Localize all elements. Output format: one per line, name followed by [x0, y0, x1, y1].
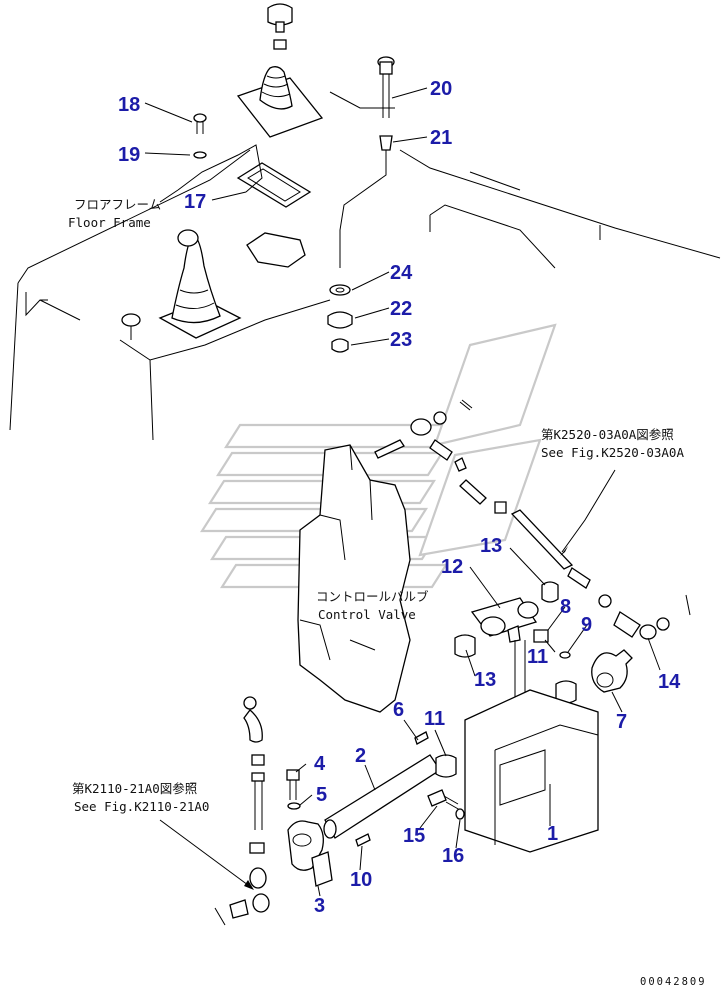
callout-1: 1: [547, 823, 558, 845]
floor-frame-label-jp: フロアフレーム: [74, 197, 161, 212]
lever-knob: [267, 3, 293, 50]
callout-7: 7: [616, 711, 627, 733]
main-lever-boot: [158, 229, 242, 339]
callout-23: 23: [390, 329, 412, 351]
bushing-13-lower: [454, 634, 476, 658]
callout-24: 24: [390, 262, 413, 284]
control-valve-label-jp: コントロールバルブ: [316, 589, 429, 604]
pin-6: [414, 731, 429, 745]
callout-6: 6: [393, 699, 404, 721]
ref-lower-label-jp: 第K2110-21A0図参照: [72, 781, 197, 796]
lever-12: [470, 597, 539, 720]
callout-13-upper: 13: [480, 535, 502, 557]
bolt-20: [377, 56, 395, 118]
lever-boot: [236, 66, 324, 138]
callout-18: 18: [118, 94, 140, 116]
boot-plate: [236, 162, 312, 208]
bolt-18: [193, 113, 207, 134]
small-knob: [121, 313, 141, 340]
axis-line: [339, 150, 387, 268]
callout-14: 14: [658, 671, 681, 693]
ref-arrowhead-upper: [560, 546, 568, 556]
leader-lines: [144, 87, 661, 897]
ref-upper-label-en: See Fig.K2520-03A0A: [541, 445, 684, 460]
control-valve-label-en: Control Valve: [318, 607, 416, 622]
linkage-rod: [374, 399, 691, 640]
callout-21: 21: [430, 127, 452, 149]
bolt-4: [286, 769, 300, 800]
control-valve: [297, 444, 411, 713]
bushing-11: [435, 754, 457, 778]
washer-19: [193, 151, 207, 159]
ref-arrow-upper: [561, 469, 616, 553]
callout-4: 4: [314, 753, 326, 775]
drawing-number: 00042809: [640, 976, 707, 988]
washer-24: [329, 284, 351, 296]
bushing-13-upper: [541, 581, 559, 603]
bolt-15: [427, 789, 461, 811]
nut-23: [331, 338, 349, 353]
ref-lower-label-en: See Fig.K2110-21A0: [74, 799, 209, 814]
ref-upper-label-jp: 第K2520-03A0A図参照: [541, 427, 674, 442]
washer-9: [559, 651, 571, 659]
ref-arrowhead-lower: [244, 880, 254, 890]
lever-3: [287, 820, 333, 887]
bolt-8: [533, 629, 549, 643]
callout-16: 16: [442, 845, 464, 867]
callout-3: 3: [314, 895, 325, 917]
callout-10: 10: [350, 869, 372, 891]
nut-22: [327, 311, 353, 329]
rod-end: [214, 696, 270, 926]
callout-20: 20: [430, 78, 452, 100]
washer-16: [455, 808, 465, 820]
callout-9: 9: [581, 614, 592, 636]
callout-5: 5: [316, 784, 327, 806]
bracket-7: [591, 649, 633, 693]
washer-5: [287, 802, 301, 810]
callout-8: 8: [560, 596, 571, 618]
floor-frame-label-en: Floor Frame: [68, 215, 151, 230]
callout-17: 17: [184, 191, 206, 213]
floor-frame: [9, 91, 721, 441]
callout-22: 22: [390, 298, 412, 320]
ref-arrow-lower: [159, 819, 253, 889]
callout-19: 19: [118, 144, 140, 166]
callout-12: 12: [441, 556, 463, 578]
gasket: [246, 232, 306, 268]
callout-15: 15: [403, 825, 425, 847]
callout-13-lower: 13: [474, 669, 496, 691]
callout-11-left: 11: [424, 708, 445, 730]
pin-10: [355, 833, 371, 847]
bracket-1: [464, 689, 599, 853]
callout-11-right: 11: [527, 646, 548, 668]
callout-2: 2: [355, 745, 366, 767]
bushing-21: [379, 135, 393, 151]
